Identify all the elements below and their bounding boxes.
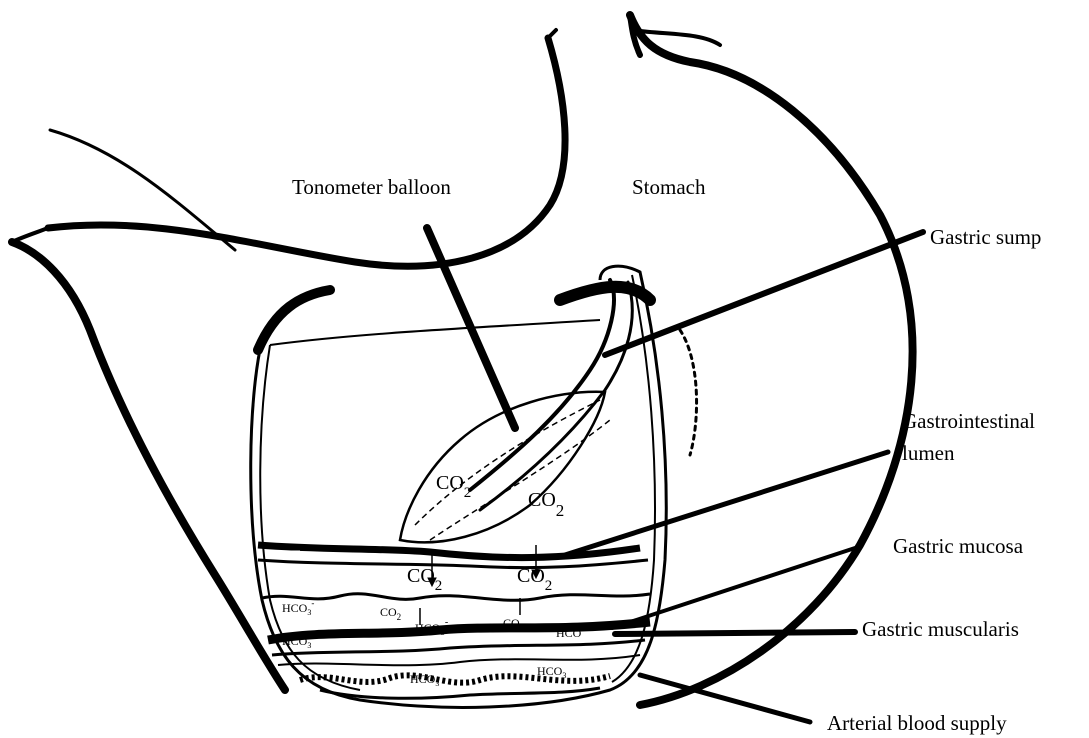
stomach-outline (12, 15, 913, 705)
leader-gastric-mucosa (612, 548, 855, 628)
leader-gi-lumen (565, 452, 888, 555)
co2-label-mucosa-2: CO2 (517, 565, 552, 594)
hco3-label-3: HCO3 (282, 634, 311, 650)
label-tonometer-balloon: Tonometer balloon (292, 175, 451, 199)
svg-text:HCO3: HCO3 (537, 664, 566, 680)
svg-text:CO2: CO2 (380, 605, 401, 622)
co2-label-balloon-1: CO2 (436, 472, 471, 501)
co2-label-mucosa-1: CO2 (407, 565, 442, 594)
label-stomach: Stomach (632, 175, 706, 199)
hco3-label-5: HCO3 (410, 672, 439, 688)
svg-text:HCO3: HCO3 (282, 634, 311, 650)
svg-text:CO2: CO2 (436, 472, 471, 501)
leader-gastric-muscularis (615, 632, 855, 634)
co2-label-wall-2: CO (503, 616, 520, 630)
label-gastric-sump: Gastric sump (930, 225, 1041, 249)
svg-text:CO2: CO2 (528, 489, 564, 520)
svg-text:HCO3-: HCO3- (282, 598, 314, 617)
hco3-label-1: HCO3- (282, 598, 314, 617)
label-gastric-mucosa: Gastric mucosa (893, 534, 1024, 558)
gastric-sump-tube (470, 280, 632, 510)
svg-text:CO: CO (503, 616, 520, 630)
leader-gastric-sump (605, 232, 923, 355)
co2-label-balloon-2: CO2 (528, 489, 564, 520)
label-gi-lumen-line2: lumen (902, 441, 955, 465)
svg-text:HCO: HCO (556, 626, 582, 640)
label-gi-lumen-line1: Gastrointestinal (902, 409, 1035, 433)
label-arterial-blood-supply: Arterial blood supply (827, 711, 1007, 735)
hco3-label-4: HCO (556, 626, 582, 640)
co2-label-wall-1: CO2 (380, 605, 401, 622)
svg-text:HCO3: HCO3 (410, 672, 439, 688)
hco3-label-6: HCO3 (537, 664, 566, 680)
svg-text:CO2: CO2 (407, 565, 442, 594)
leader-lines (427, 228, 923, 722)
svg-text:CO2: CO2 (517, 565, 552, 594)
label-gastric-muscularis: Gastric muscularis (862, 617, 1019, 641)
